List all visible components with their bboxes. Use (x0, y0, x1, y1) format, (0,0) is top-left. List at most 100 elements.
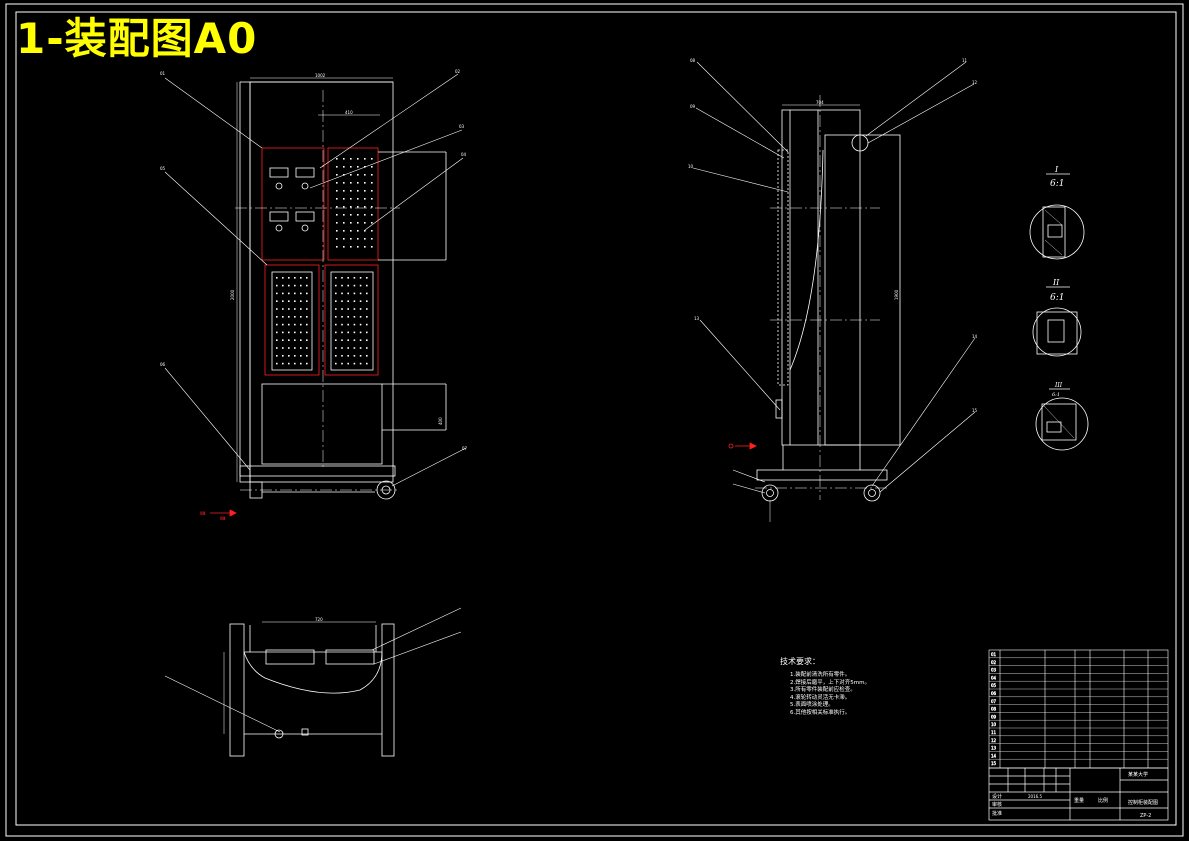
panel-hole (341, 323, 343, 326)
panel-hole (364, 246, 366, 248)
section-marker-front: ⅢⅢ ⅢⅢ (200, 509, 237, 521)
panel-hole (364, 206, 366, 208)
panel-hole (300, 284, 302, 287)
panel-hole (353, 292, 356, 295)
panel-hole (359, 323, 362, 326)
panel-hole (353, 323, 356, 326)
panel-hole (341, 331, 343, 334)
panel-hole (364, 182, 366, 184)
panel-hole (347, 292, 349, 295)
bom-part-number: 12 (991, 738, 997, 743)
panel-hole (371, 166, 373, 168)
panel-hole (282, 347, 284, 349)
panel-hole (366, 292, 368, 295)
panel-hole (347, 316, 349, 318)
panel-hole (353, 277, 356, 279)
detail-label-III: III (1054, 382, 1063, 389)
panel-hole (336, 158, 338, 160)
part-label: 09 (690, 104, 696, 109)
panel-hole (294, 277, 296, 279)
panel-hole (276, 323, 278, 326)
panel-hole (336, 246, 338, 248)
date-value: 2016.5 (1028, 794, 1042, 799)
panel-hole (294, 308, 296, 310)
detail-scale-III: 6:1 (1052, 392, 1060, 398)
panel-hole (343, 222, 345, 224)
detail-scale-I: 6:1 (1050, 179, 1064, 189)
panel-hole (347, 300, 349, 302)
bom-part-number: 14 (991, 753, 997, 758)
panel-hole (350, 182, 352, 184)
panel-hole (306, 292, 308, 295)
panel-hole (366, 323, 368, 326)
panel-hole (347, 362, 349, 365)
requirement-item: 1.装配前清洗所有零件。 (790, 672, 851, 678)
panel-hole (366, 362, 368, 365)
panel-hole (306, 316, 308, 318)
panel-hole (335, 323, 337, 326)
panel-hole (364, 174, 366, 176)
panel-hole (288, 323, 290, 326)
panel-hole (359, 284, 362, 287)
panel-hole (371, 230, 373, 232)
panel-hole (353, 347, 356, 349)
bom-part-number: 03 (991, 668, 997, 673)
panel-hole (347, 331, 349, 334)
panel-hole (371, 182, 373, 184)
panel-hole (288, 339, 290, 341)
bom-part-number: 06 (991, 691, 997, 696)
detail-label-I: I (1054, 165, 1059, 174)
detail-views (1029, 173, 1089, 451)
plan-view (164, 607, 462, 757)
panel-hole (366, 308, 368, 310)
panel-hole (359, 355, 362, 357)
panel-hole (306, 362, 308, 365)
bom-part-number: 08 (991, 707, 997, 712)
panel-hole (306, 339, 308, 341)
part-label: 13 (694, 316, 700, 321)
panel-hole (336, 206, 338, 208)
panel-hole (294, 331, 296, 334)
panel-hole (294, 362, 296, 365)
panel-hole (371, 158, 373, 160)
panel-hole (350, 174, 352, 176)
panel-hole (306, 308, 308, 310)
panel-hole (288, 292, 290, 295)
panel-hole (359, 308, 362, 310)
panel-hole (300, 362, 302, 365)
panel-hole (357, 230, 359, 232)
weight-label: 重量 (1074, 797, 1084, 804)
panel-hole (350, 206, 352, 208)
panel-hole (350, 198, 352, 200)
panel-hole (306, 355, 308, 357)
panel-hole (335, 347, 337, 349)
panel-hole (300, 292, 302, 295)
panel-hole (300, 331, 302, 334)
panel-hole (359, 347, 362, 349)
panel-hole (353, 362, 356, 365)
dim-plan-width: 720 (315, 617, 323, 622)
panel-hole (282, 339, 284, 341)
panel-hole (366, 339, 368, 341)
part-label: 15 (972, 408, 978, 413)
panel-hole (341, 277, 343, 279)
panel-hole (336, 198, 338, 200)
panel-hole (335, 316, 337, 318)
bom-part-number: 11 (991, 730, 997, 735)
panel-hole (343, 214, 345, 216)
panel-hole (343, 190, 345, 192)
panel-hole (353, 355, 356, 357)
bom-part-number: 05 (991, 683, 997, 688)
panel-hole (300, 316, 302, 318)
panel-hole (347, 339, 349, 341)
panel-hole (282, 277, 284, 279)
panel-hole (357, 238, 359, 240)
panel-hole (359, 316, 362, 318)
panel-hole (343, 182, 345, 184)
front-panel-holes (276, 158, 373, 365)
panel-hole (364, 190, 366, 192)
panel-hole (341, 362, 343, 365)
technical-requirements-heading: 技术要求： (780, 657, 820, 666)
panel-hole (336, 230, 338, 232)
